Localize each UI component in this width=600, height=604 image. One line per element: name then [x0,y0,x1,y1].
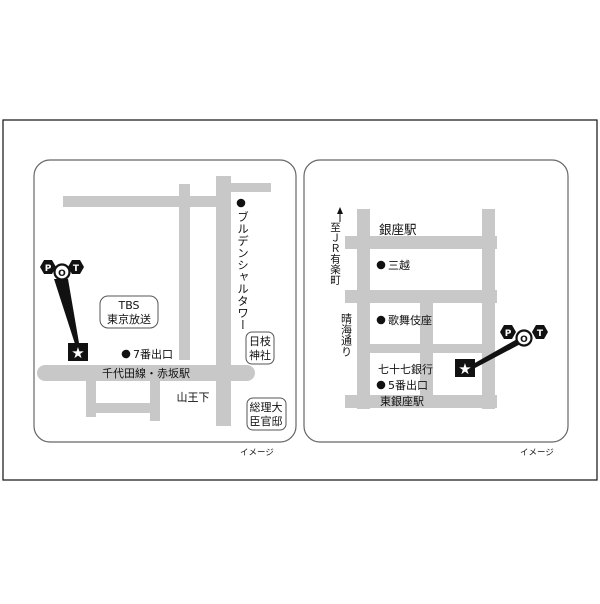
tbs-box [99,295,159,329]
road-vert-main [216,176,231,426]
right-logo-hex-t [532,325,548,339]
exit-5-dot [376,380,386,390]
left-star-box [68,343,88,361]
tower-label: ブルデンシャルタワー [236,210,250,331]
right-star-box [455,359,475,377]
right-pointer [473,338,528,368]
sanno-label: 山王下 [177,391,210,404]
road-left-vert [357,209,370,409]
road-south-2 [150,381,160,421]
pm-office-line2: 臣官邸 [250,414,283,428]
left-pot-logo: P O T ★ [40,260,88,362]
bank-label: 七十七銀行 [378,362,433,376]
mitsukoshi-dot [376,260,386,270]
road-upper-right [231,183,271,192]
harumi-label: 晴海通り [340,313,353,357]
road-top [345,236,497,249]
left-map: ブルデンシャルタワー TBS 東京放送 7番出口 千代田線・赤坂駅 山王下 日枝… [33,159,297,458]
mitsukoshi-label: 三越 [388,258,410,272]
shrine-label-line2: 神社 [249,348,271,362]
higashi-ginza-label: 東銀座駅 [380,394,424,408]
left-logo-hex-t [68,260,84,274]
road-vert-1 [179,184,190,360]
tbs-label-line2: 東京放送 [107,312,151,326]
left-star-icon: ★ [71,344,84,362]
left-image-note: イメージ [240,448,274,458]
ginza-station-label: 銀座駅 [379,222,417,237]
kabukiza-dot [376,315,386,325]
left-roads [37,176,271,426]
pm-office-box [246,397,287,431]
left-logo-letter-t: T [73,264,80,274]
jr-label: 至ＪＲ有楽町 [329,222,341,285]
tower-dot [236,198,246,208]
road-right-vert [482,209,495,409]
shrine-label-line1: 日枝 [249,334,271,348]
left-logo-circle-o [53,263,71,281]
pm-office-line1: 総理大 [250,400,283,414]
left-logo-letter-o: O [58,269,66,279]
right-image-note: イメージ [520,448,554,458]
road-upper [63,196,216,207]
right-map: 銀座駅 至ＪＲ有楽町 三越 晴海通り 歌舞伎座 七十七銀行 5番出口 東銀座駅 … [303,159,569,458]
left-logo-hex-p [40,260,56,274]
left-pointer [54,279,79,344]
shrine-box [245,331,275,365]
left-logo-letter-p: P [45,264,52,274]
right-logo-hex-p [500,325,516,339]
road-mid [345,290,497,303]
tbs-label-line1: TBS [117,299,139,312]
road-south-cross [86,403,160,413]
road-lower-cross [370,344,482,353]
exit-7-dot [121,349,131,359]
road-south-1 [86,381,96,417]
right-logo-letter-o: O [520,335,528,345]
akasaka-station-label: 千代田線・赤坂駅 [102,366,190,380]
right-pot-logo: P O T ★ [455,325,548,378]
exit-5-label: 5番出口 [388,378,428,392]
right-logo-letter-p: P [505,329,512,339]
right-logo-letter-t: T [537,329,544,339]
kabukiza-label: 歌舞伎座 [388,313,432,327]
jr-arrow-head [337,207,343,214]
road-main-horizontal [37,365,255,381]
right-logo-circle-o [515,329,533,347]
road-bottom [345,395,497,408]
exit-7-label: 7番出口 [133,347,173,361]
right-star-icon: ★ [458,360,471,378]
